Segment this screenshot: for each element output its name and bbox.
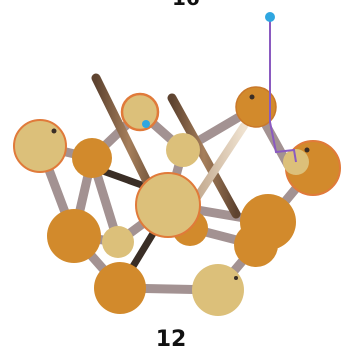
atom xyxy=(166,133,200,167)
bottom-label: 12 xyxy=(155,327,187,352)
atom xyxy=(235,86,277,128)
atom xyxy=(72,138,112,178)
accent-dot xyxy=(265,12,275,22)
atom xyxy=(47,209,101,263)
atom xyxy=(13,119,67,173)
accent-path xyxy=(269,17,297,163)
atom xyxy=(192,264,244,316)
top-label: 16 xyxy=(172,0,200,10)
atom xyxy=(102,226,134,258)
atom-group xyxy=(13,86,341,316)
atom xyxy=(120,92,160,132)
atom xyxy=(94,262,146,314)
accent-dot xyxy=(142,120,150,128)
rod xyxy=(167,93,241,219)
atom xyxy=(135,172,201,238)
bond-dark xyxy=(96,166,154,192)
atom xyxy=(240,194,296,250)
